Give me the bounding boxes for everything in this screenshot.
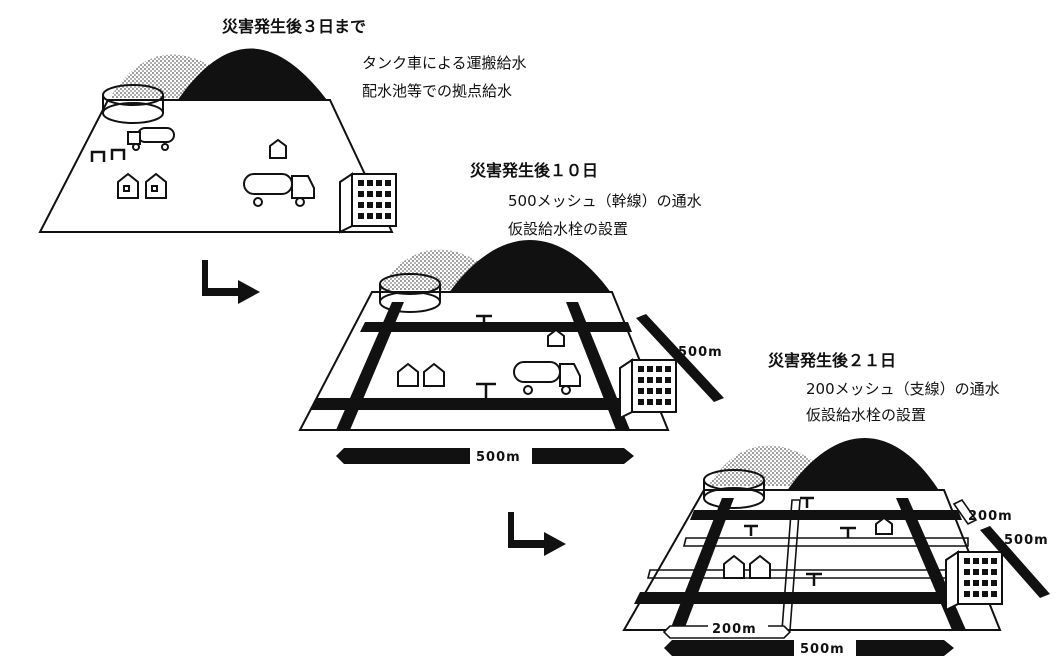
building-window xyxy=(991,580,997,586)
stage-3-side-scale-200-label: 200m xyxy=(968,509,1013,524)
building-window xyxy=(376,202,382,208)
building-window xyxy=(991,569,997,575)
stage-3-bottom-scale-200-gap xyxy=(708,620,768,636)
stage-2-line-2: 仮設給水栓の設置 xyxy=(508,220,628,238)
building-window xyxy=(973,580,979,586)
stage-2: 災害発生後１０日 500メッシュ（幹線）の通水 仮設給水栓の設置 xyxy=(298,161,724,466)
stage-2-side-scale-bar xyxy=(636,314,724,402)
stage-1-tank-truck-small xyxy=(127,127,175,151)
building-window xyxy=(973,558,979,564)
building-window xyxy=(656,399,662,405)
stage-1-building-windows xyxy=(358,180,391,219)
stage-1-tank-truck-large xyxy=(243,173,315,207)
stage-1-line-2: 配水池等での拠点給水 xyxy=(362,82,512,100)
stage-3-bottom-scale-200-label: 200m xyxy=(712,622,757,637)
building-window xyxy=(638,399,644,405)
building-window xyxy=(385,191,391,197)
stage-arrow-2 xyxy=(508,512,566,556)
stage-2-main-pipes xyxy=(310,302,653,430)
building-window xyxy=(376,191,382,197)
stage-2-reservoir xyxy=(379,273,441,313)
building-window xyxy=(964,591,970,597)
building-window xyxy=(358,191,364,197)
building-window xyxy=(665,388,671,394)
building-window xyxy=(385,180,391,186)
stage-1-reservoir xyxy=(102,84,164,124)
stage-1-title: 災害発生後３日まで xyxy=(222,17,366,36)
stage-2-hydrants xyxy=(476,314,496,398)
building-window xyxy=(647,399,653,405)
building-window xyxy=(358,213,364,219)
building-window xyxy=(638,366,644,372)
building-window xyxy=(367,213,373,219)
stage-3-side-scale-200-bar xyxy=(952,498,978,526)
stage-1-hill-dark xyxy=(175,48,330,104)
stage-3-side-scale-500-bar xyxy=(980,526,1050,598)
building-window xyxy=(358,202,364,208)
building-window xyxy=(385,213,391,219)
building-window xyxy=(385,202,391,208)
building-window xyxy=(964,580,970,586)
building-window xyxy=(982,558,988,564)
building-window xyxy=(964,569,970,575)
stage-3-building-windows xyxy=(964,558,997,597)
building-window xyxy=(982,580,988,586)
building-window xyxy=(973,591,979,597)
building-window xyxy=(982,591,988,597)
stage-1-houses xyxy=(117,138,287,199)
building-window xyxy=(973,569,979,575)
building-window xyxy=(665,366,671,372)
stage-3-side-scale-500-label: 500m xyxy=(1004,533,1049,548)
stage-1-line-1: タンク車による運搬給水 xyxy=(362,54,527,72)
building-window xyxy=(964,558,970,564)
stage-2-hill-dark xyxy=(448,240,612,294)
stage-3-hydrants xyxy=(744,496,856,586)
stage-1-standpipes xyxy=(90,148,126,162)
building-window xyxy=(638,377,644,383)
building-window xyxy=(656,366,662,372)
building-window xyxy=(656,388,662,394)
stage-2-side-scale-label: 500m xyxy=(678,345,723,360)
building-window xyxy=(656,377,662,383)
stage-3-reservoir xyxy=(703,469,765,509)
building-window xyxy=(991,591,997,597)
building-window xyxy=(638,388,644,394)
stage-2-bottom-scale-gap xyxy=(470,446,532,466)
stage-3-bottom-scale-500-gap xyxy=(794,638,856,658)
building-window xyxy=(358,180,364,186)
stage-3-title: 災害発生後２１日 xyxy=(768,351,896,370)
stage-3-hill-dark xyxy=(786,438,940,492)
stage-2-bottom-scale-label: 500m xyxy=(476,450,521,465)
stage-3: 災害発生後２１日 200メッシュ（支線）の通水 仮設給水栓の設置 xyxy=(622,351,1050,658)
building-window xyxy=(982,569,988,575)
stage-3-bottom-scale-500-label: 500m xyxy=(800,642,845,657)
stage-3-line-1: 200メッシュ（支線）の通水 xyxy=(806,380,1000,398)
stage-2-line-1: 500メッシュ（幹線）の通水 xyxy=(508,192,702,210)
stage-2-title: 災害発生後１０日 xyxy=(470,161,598,180)
building-window xyxy=(991,558,997,564)
building-window xyxy=(367,191,373,197)
building-window xyxy=(647,388,653,394)
stage-2-houses xyxy=(397,328,565,387)
stage-2-tank-truck xyxy=(513,361,581,395)
stage-3-line-2: 仮設給水栓の設置 xyxy=(806,406,926,424)
stage-3-main-pipes xyxy=(634,498,989,630)
stage-1: 災害発生後３日まで タンク車による運搬給水 配水池等での拠点給水 xyxy=(38,17,527,234)
stage-arrow-1 xyxy=(202,260,260,304)
building-window xyxy=(647,377,653,383)
stage-2-building-windows xyxy=(638,366,671,405)
building-window xyxy=(665,399,671,405)
building-window xyxy=(665,377,671,383)
building-window xyxy=(647,366,653,372)
stage-3-houses xyxy=(723,516,893,579)
building-window xyxy=(376,213,382,219)
building-window xyxy=(367,180,373,186)
building-window xyxy=(367,202,373,208)
building-window xyxy=(376,180,382,186)
